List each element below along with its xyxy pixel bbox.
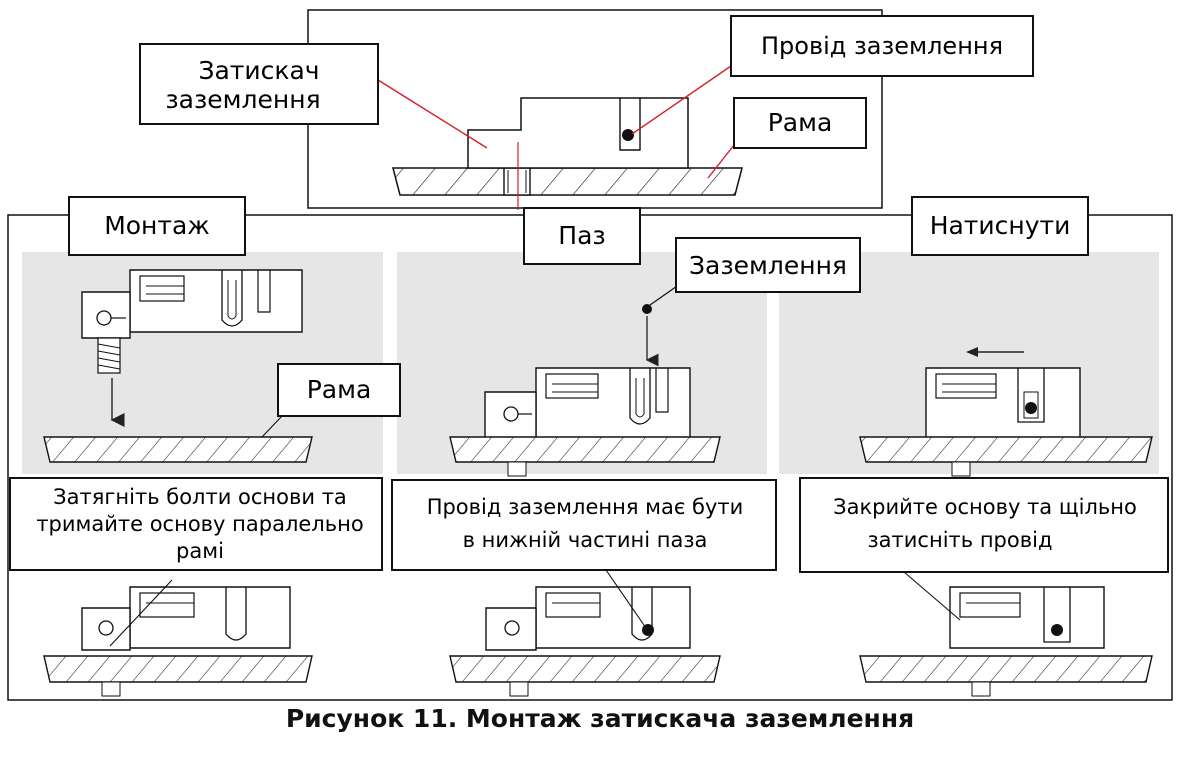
clamp-label-line2: заземлення [165,85,320,114]
frame-callout-box [277,363,401,417]
step2-lower-wire-dot [642,624,654,636]
tab-slot: Паз [558,221,605,250]
tab-press-box [911,196,1089,256]
step3-note-line2: затисніть провід [868,528,1053,552]
top-frame-beam [392,167,743,196]
step2-note-line2: в нижній частині паза [463,528,708,552]
step1-lower [43,579,313,697]
clamp-label-box [139,43,379,125]
wire-label-box [730,15,1034,77]
ground-callout: Заземлення [689,251,847,280]
ground-callout-box [675,237,861,293]
leader-wire [631,65,732,135]
clamp-label-line1: Затискач [198,56,319,85]
step1-note-line1: Затягніть болти основи та [53,485,347,509]
wire-label: Провід заземлення [761,32,1003,60]
top-wire-dot [622,129,634,141]
step3-note-line1: Закрийте основу та щільно [833,495,1137,519]
step1-note-line2: тримайте основу паралельно [36,512,363,536]
step1-note-line3: рамі [176,539,224,563]
step2-upper [449,283,721,477]
top-frame-label-box [733,97,867,149]
top-clamp [467,97,689,169]
step3-lower [859,571,1153,697]
tab-slot-box [523,207,641,265]
figure-caption: Рисунок 11. Монтаж затискача заземлення [285,704,915,733]
step1-note-box [9,477,383,571]
top-frame-label: Рама [768,108,833,137]
step3-wire-dot [1025,402,1037,414]
step2-ground-dot [642,304,652,314]
step3-lower-wire-dot [1051,624,1063,636]
tab-press: Натиснути [930,211,1071,240]
step2-note-line1: Провід заземлення має бути [427,495,744,519]
top-detail: Затискач заземлення Провід заземлення Ра… [139,9,1034,210]
step3-note-box [799,477,1169,573]
tab-mount-box [68,196,246,256]
frame-callout: Рама [307,375,372,404]
step2-note-box [391,479,777,571]
step2-lower [449,569,721,697]
step1-upper [43,269,313,463]
tab-mount: Монтаж [104,211,210,240]
leader-clamp [377,79,488,149]
step3-upper [859,347,1153,477]
